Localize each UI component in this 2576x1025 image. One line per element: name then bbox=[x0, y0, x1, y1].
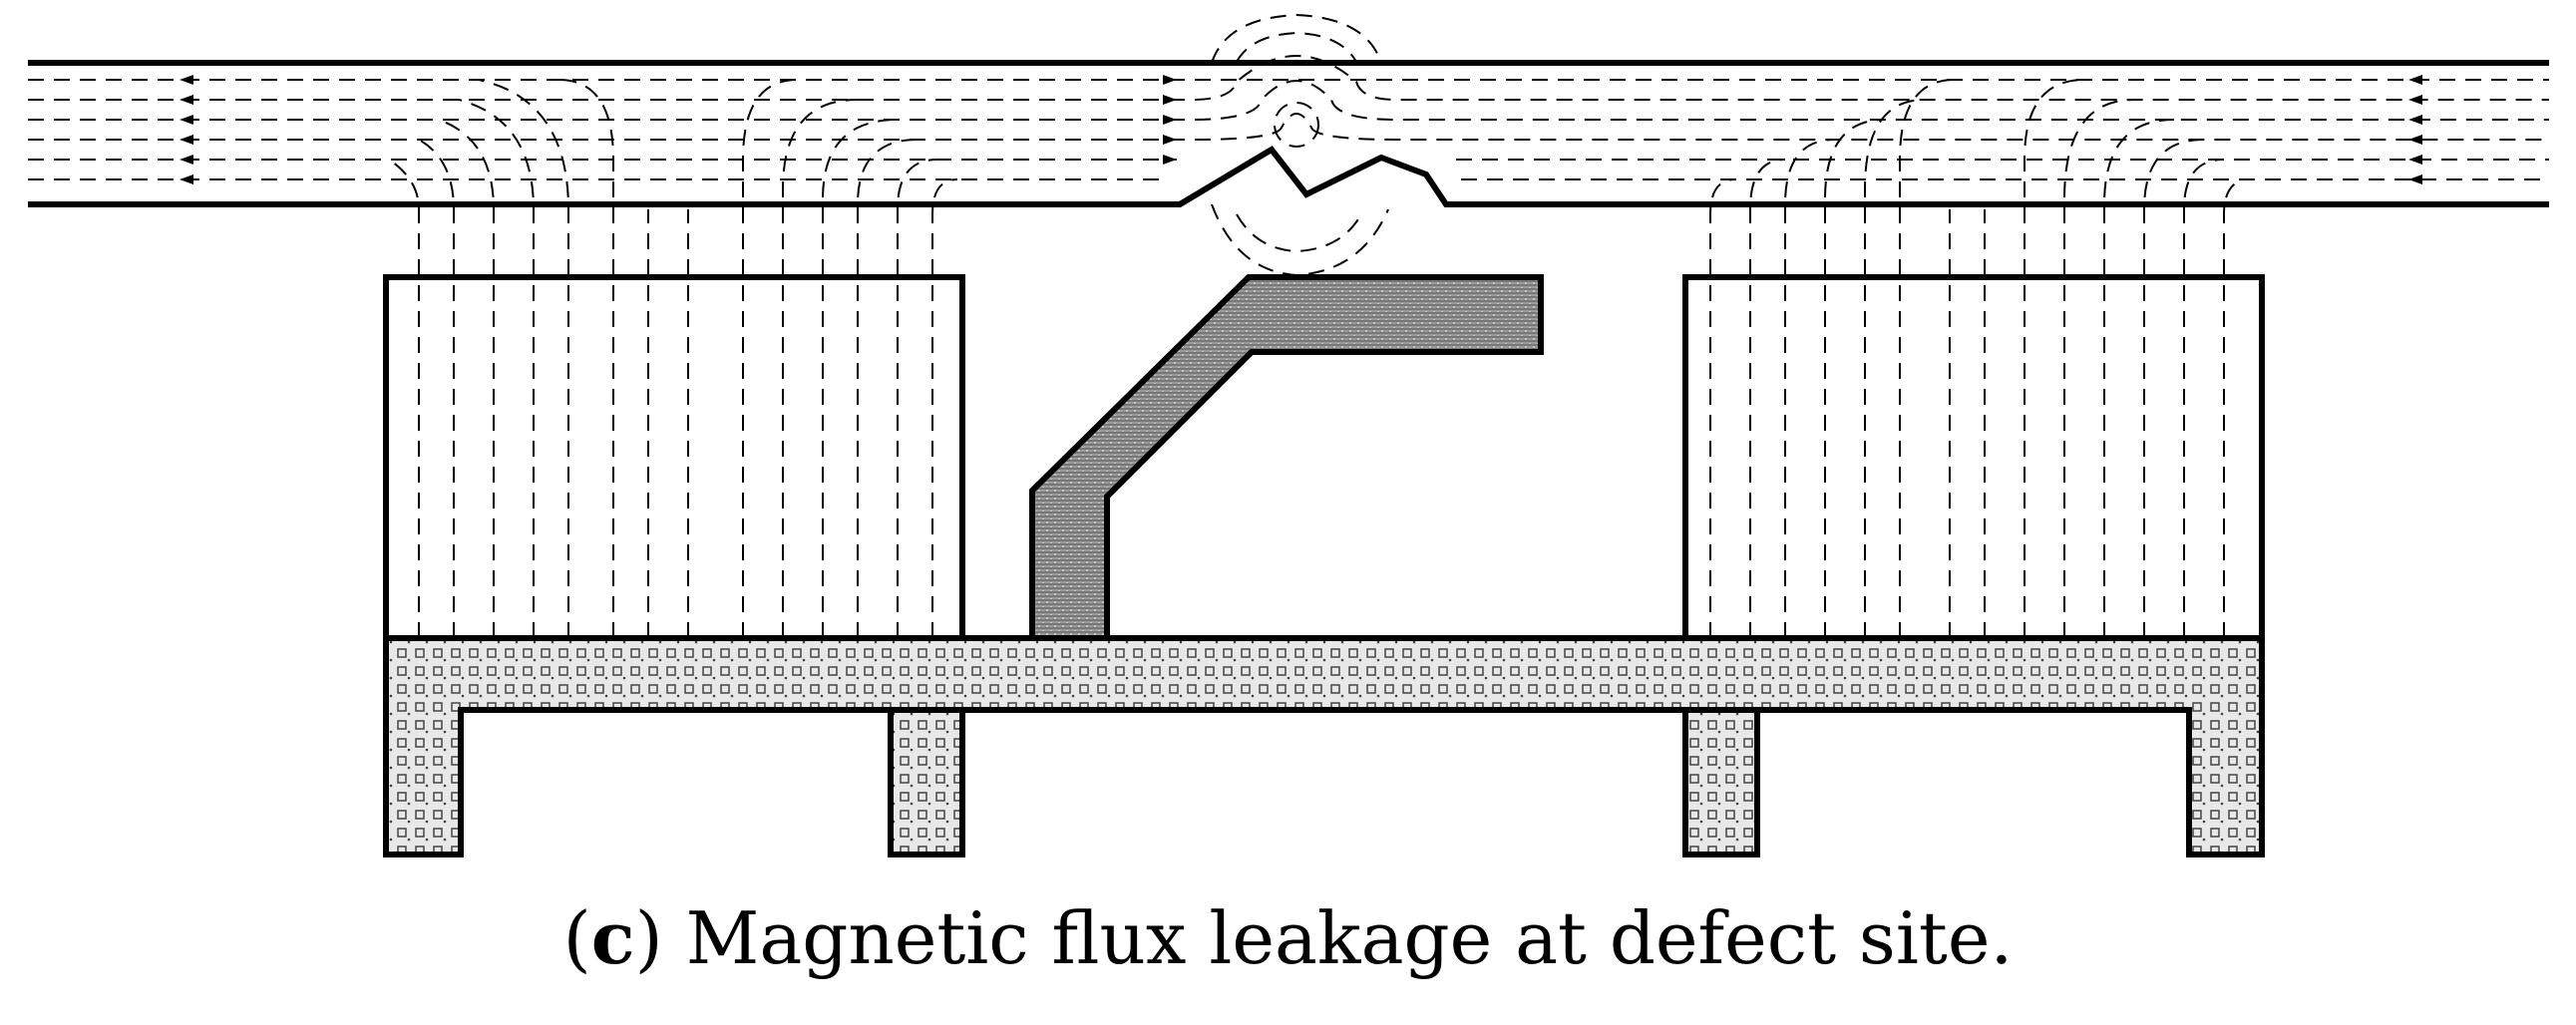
flux-direction-arrows bbox=[180, 75, 2422, 184]
arrow-left-icon bbox=[2408, 95, 2422, 105]
arrow-left-icon bbox=[2408, 135, 2422, 145]
arrow-left-icon bbox=[180, 115, 193, 125]
right-magnet-pole bbox=[1682, 274, 2265, 641]
arrow-left-icon bbox=[180, 95, 193, 105]
arrow-right-icon bbox=[1163, 135, 1177, 145]
caption-text: Magnetic flux leakage at defect site. bbox=[685, 896, 2014, 980]
flux-lines-right-pole bbox=[1709, 79, 2245, 638]
arrow-left-icon bbox=[180, 135, 193, 145]
left-magnet-pole bbox=[383, 274, 965, 641]
arrow-left-icon bbox=[2408, 115, 2422, 125]
arrow-right-icon bbox=[1163, 75, 1177, 85]
pipe-bottom-edge-with-defect bbox=[28, 146, 2549, 207]
flux-lines-in-pipe bbox=[28, 55, 2549, 180]
arrow-right-icon bbox=[1163, 95, 1177, 105]
arrow-left-icon bbox=[180, 155, 193, 165]
arrow-right-icon bbox=[1163, 115, 1177, 125]
arrow-left-icon bbox=[2408, 174, 2422, 184]
yoke-back-iron bbox=[383, 635, 2265, 857]
figure-caption: (c) Magnetic flux leakage at defect site… bbox=[562, 895, 2014, 980]
sensor-probe bbox=[1029, 274, 1544, 641]
flux-lines-left-pole bbox=[388, 79, 958, 638]
arrow-left-icon bbox=[180, 174, 193, 184]
caption-label: c bbox=[590, 895, 635, 980]
pipe-wall bbox=[28, 60, 2549, 207]
leakage-field bbox=[1211, 13, 1389, 277]
arrow-left-icon bbox=[180, 75, 193, 85]
yoke-leg-inner-left bbox=[888, 707, 965, 857]
arrow-right-icon bbox=[1163, 155, 1177, 165]
arrow-left-icon bbox=[2408, 155, 2422, 165]
yoke-leg-inner-right bbox=[1682, 707, 1760, 857]
arrow-left-icon bbox=[2408, 75, 2422, 85]
